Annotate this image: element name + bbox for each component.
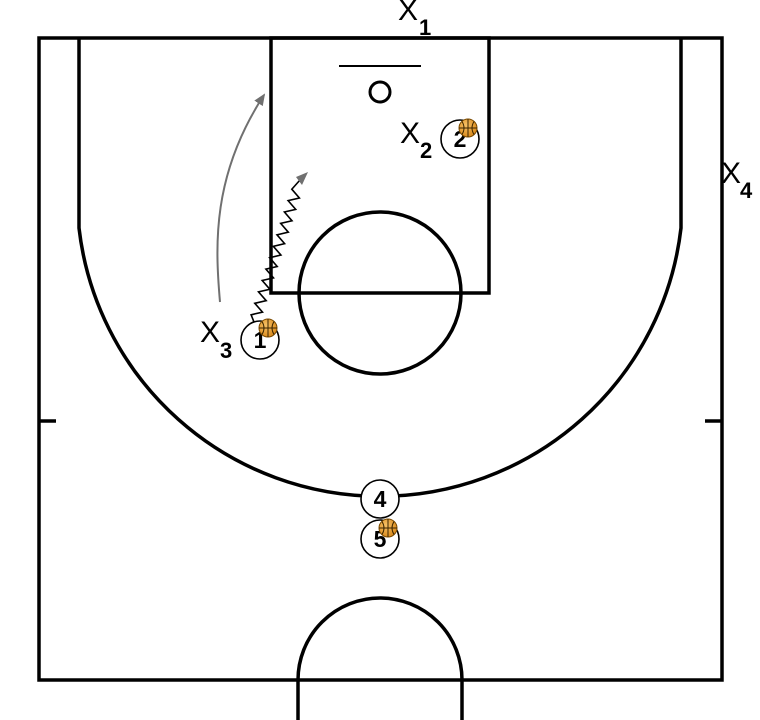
cut-arrow: [216, 93, 266, 303]
player-5: 5: [360, 518, 400, 559]
player-number: 4: [374, 486, 387, 512]
defender-number: 1: [419, 15, 431, 40]
rim: [368, 80, 392, 104]
basketball-icon: [258, 318, 278, 338]
player-4: 4: [360, 479, 400, 519]
defender-number: 3: [220, 338, 232, 363]
three-point-line: [77, 38, 683, 498]
player-1: 1: [240, 318, 280, 360]
basketball-icon: [378, 518, 398, 538]
defender-letter: X: [721, 157, 741, 190]
defender-number: 2: [420, 138, 432, 163]
defender-letter: X: [400, 117, 420, 150]
defender-letter: X: [398, 0, 418, 27]
defender-x4: X 4: [721, 157, 753, 203]
defender-x1: X 1: [398, 0, 431, 40]
defender-x2: X 2: [400, 117, 432, 163]
center-circle: [296, 596, 464, 720]
basketball-icon: [458, 118, 478, 138]
court-boundary: [37, 36, 724, 682]
defender-number: 4: [740, 178, 753, 203]
free-throw-circle: [297, 210, 463, 376]
player-marker: [360, 479, 400, 519]
dribble-arrow: [250, 179, 301, 323]
free-throw-lane: [269, 36, 491, 295]
player-2: 2: [440, 118, 480, 159]
defender-letter: X: [200, 316, 220, 349]
dribble-arrowhead: [296, 172, 308, 185]
defender-x3: X 3: [200, 316, 232, 363]
